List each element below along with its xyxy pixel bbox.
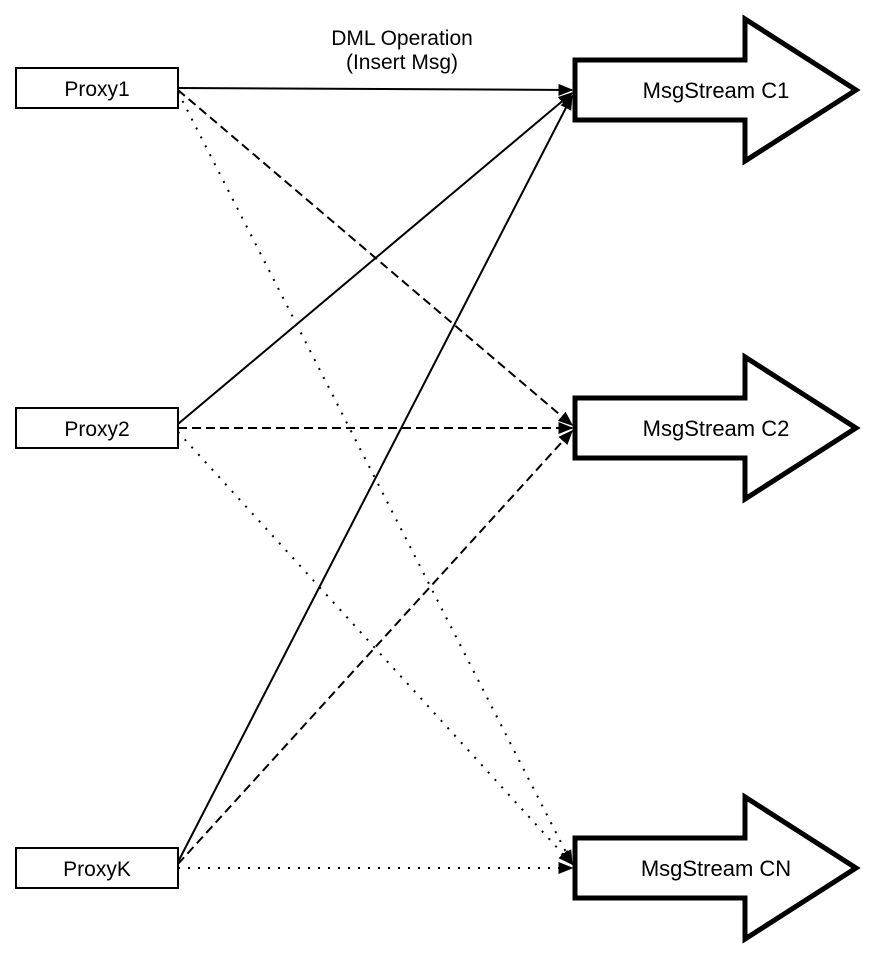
edge-proxyk-msgstream-c1 (177, 94, 573, 863)
proxyk-label: ProxyK (63, 858, 131, 881)
proxy2-node: Proxy2 (15, 407, 179, 449)
proxy2-box (15, 407, 179, 449)
diagram-title-line1: DML Operation (331, 27, 473, 50)
proxy1-box (15, 67, 179, 109)
msgstream-cn-node: MsgStream CN (572, 792, 861, 944)
proxyk-box (15, 847, 179, 889)
proxy2-label: Proxy2 (64, 418, 129, 441)
proxy1-label: Proxy1 (64, 78, 129, 101)
msgstream-c1-node: MsgStream C1 (572, 14, 861, 166)
proxy1-node: Proxy1 (15, 67, 179, 109)
edge-proxy1-msgstream-c1 (177, 83, 574, 96)
msgstream-c1-label: MsgStream C1 (643, 78, 790, 103)
proxyk-node: ProxyK (15, 847, 179, 889)
diagram-title-line2: (Insert Msg) (346, 51, 458, 74)
msgstream-cn-label: MsgStream CN (641, 856, 791, 881)
msgstream-cn-arrow (572, 792, 861, 944)
msgstream-c2-arrow (572, 352, 861, 504)
msgstream-c2-node: MsgStream C2 (572, 352, 861, 504)
msgstream-c2-label: MsgStream C2 (643, 416, 790, 441)
msgstream-c1-arrow (572, 14, 861, 166)
edge-proxy2-msgstream-c1 (177, 92, 574, 425)
